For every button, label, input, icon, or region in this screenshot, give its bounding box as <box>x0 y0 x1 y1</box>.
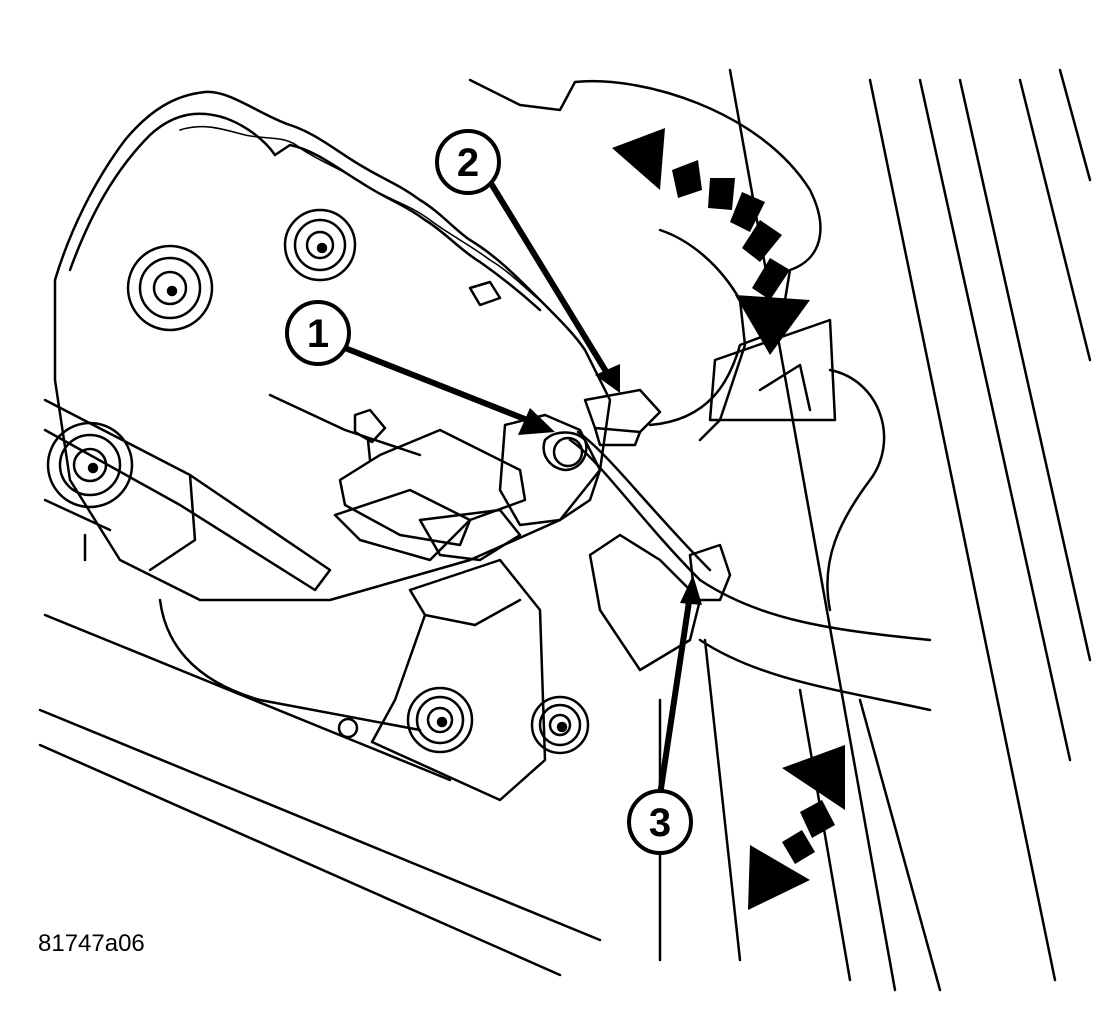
door-frame-line-10 <box>798 688 852 982</box>
actuator-housing <box>588 533 702 672</box>
panel-wave-edge <box>179 125 546 306</box>
bolt-left <box>46 421 134 509</box>
door-inner-panel <box>53 90 612 602</box>
callout-1-label: 1 <box>307 312 329 356</box>
leader-line-2 <box>489 182 613 381</box>
latch-lever <box>338 428 527 547</box>
rotation-arrow-head-left <box>612 128 665 190</box>
door-frame-line-3 <box>958 78 1092 662</box>
panel-clip <box>468 280 502 307</box>
callout-2-label: 2 <box>457 141 479 185</box>
push-pull-arrow-head-down <box>748 845 810 910</box>
callout-3-label: 3 <box>649 801 671 845</box>
lock-rod <box>268 393 422 457</box>
lock-rod-clip <box>353 408 387 444</box>
reinforcement-bar-edge <box>148 473 197 572</box>
latch-body <box>498 413 602 527</box>
inside-handle-lever <box>658 228 747 442</box>
callout-1: 1 <box>285 300 351 366</box>
latch-bracket <box>370 558 547 802</box>
callout-3: 3 <box>627 789 693 855</box>
latch-rear-curve <box>826 368 886 612</box>
door-frame-line-5 <box>1058 68 1092 182</box>
cable-housing-lower <box>698 638 932 712</box>
leader-line-3 <box>657 592 693 798</box>
bolt-upper-center <box>283 208 357 282</box>
door-inner-panel-edge <box>68 112 542 312</box>
bolt-upper-left <box>126 244 214 332</box>
door-frame-line-8 <box>703 638 742 962</box>
callout-2: 2 <box>435 129 501 195</box>
cable-end-eyelet <box>552 436 584 468</box>
rotation-arrow <box>612 128 810 355</box>
panel-hole <box>337 717 359 739</box>
door-frame-line-1 <box>868 78 1057 982</box>
cable-clip-base <box>593 426 642 447</box>
cable-clip <box>583 388 662 434</box>
latch-lever-3 <box>418 508 522 562</box>
lock-rod-stem <box>366 438 372 462</box>
actuator-cup <box>542 431 588 472</box>
figure-id-label: 81747a06 <box>38 930 145 957</box>
door-frame-line-4 <box>1018 78 1092 362</box>
door-skin-line-2 <box>38 743 562 977</box>
inside-handle-housing <box>468 78 822 427</box>
door-frame-line-6 <box>728 68 897 992</box>
reinforcement-bar <box>43 398 332 592</box>
push-pull-arrow <box>748 745 845 910</box>
door-frame-line-2 <box>918 78 1072 762</box>
door-frame-line-7 <box>858 698 942 992</box>
release-cable <box>568 438 702 582</box>
push-pull-arrow-head-up <box>782 745 845 810</box>
leader-arrowhead-3 <box>680 575 702 605</box>
leader-arrowhead-2 <box>595 364 620 393</box>
handle-bracket <box>708 318 837 422</box>
leader-line-1 <box>342 345 543 428</box>
door-skin-line-3 <box>43 613 452 782</box>
rotation-arrow-head-down <box>735 295 810 355</box>
latch-bracket-edge <box>423 598 522 627</box>
handle-bracket-edge <box>758 363 812 412</box>
bolt-lower-right <box>530 695 590 755</box>
rod-left <box>43 498 112 532</box>
door-skin-line-4 <box>158 598 422 732</box>
release-cable-outer <box>576 430 712 572</box>
leader-arrowhead-1 <box>518 408 555 435</box>
bolt-lower-center <box>406 686 474 754</box>
door-skin-line-1 <box>38 708 602 942</box>
latch-lever-2 <box>333 488 472 562</box>
cable-housing-upper <box>698 578 932 642</box>
